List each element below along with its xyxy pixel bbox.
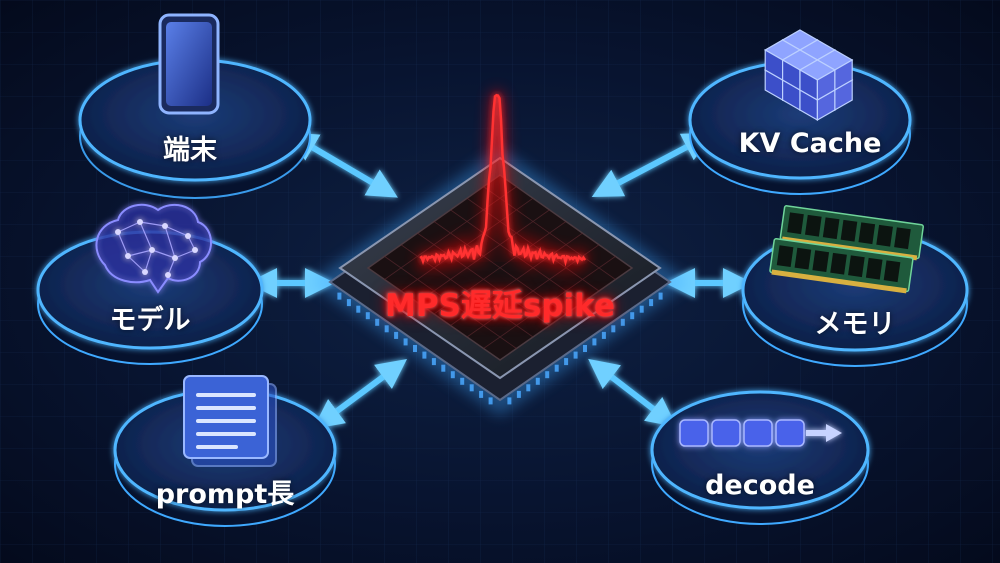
connector-arrows [247,132,753,429]
node-label-decode: decode [705,470,815,501]
arrow-kvcache [591,133,714,197]
token-sequence-icon [679,419,842,447]
node-label-memory: メモリ [814,309,896,340]
document-icon [183,375,277,467]
arrow-prompt [312,359,408,429]
node-label-device: 端末 [163,135,217,166]
node-label-prompt: prompt長 [155,479,295,510]
arrow-decode [588,358,677,428]
node-label-model: モデル [109,305,191,336]
node-decode [650,390,870,525]
arrow-device [287,132,398,198]
processor-chip [310,148,690,416]
brain-network-icon [95,203,212,294]
latency-spike-waveform [416,89,590,282]
smartphone-icon [158,13,220,115]
ram-module-icon [769,205,924,294]
node-label-kvcache: KV Cache [738,128,882,159]
center-title: MPS遅延spike [385,288,615,324]
cube-stack-icon [763,29,854,122]
node-kvcache [688,60,912,195]
node-device [78,58,312,199]
